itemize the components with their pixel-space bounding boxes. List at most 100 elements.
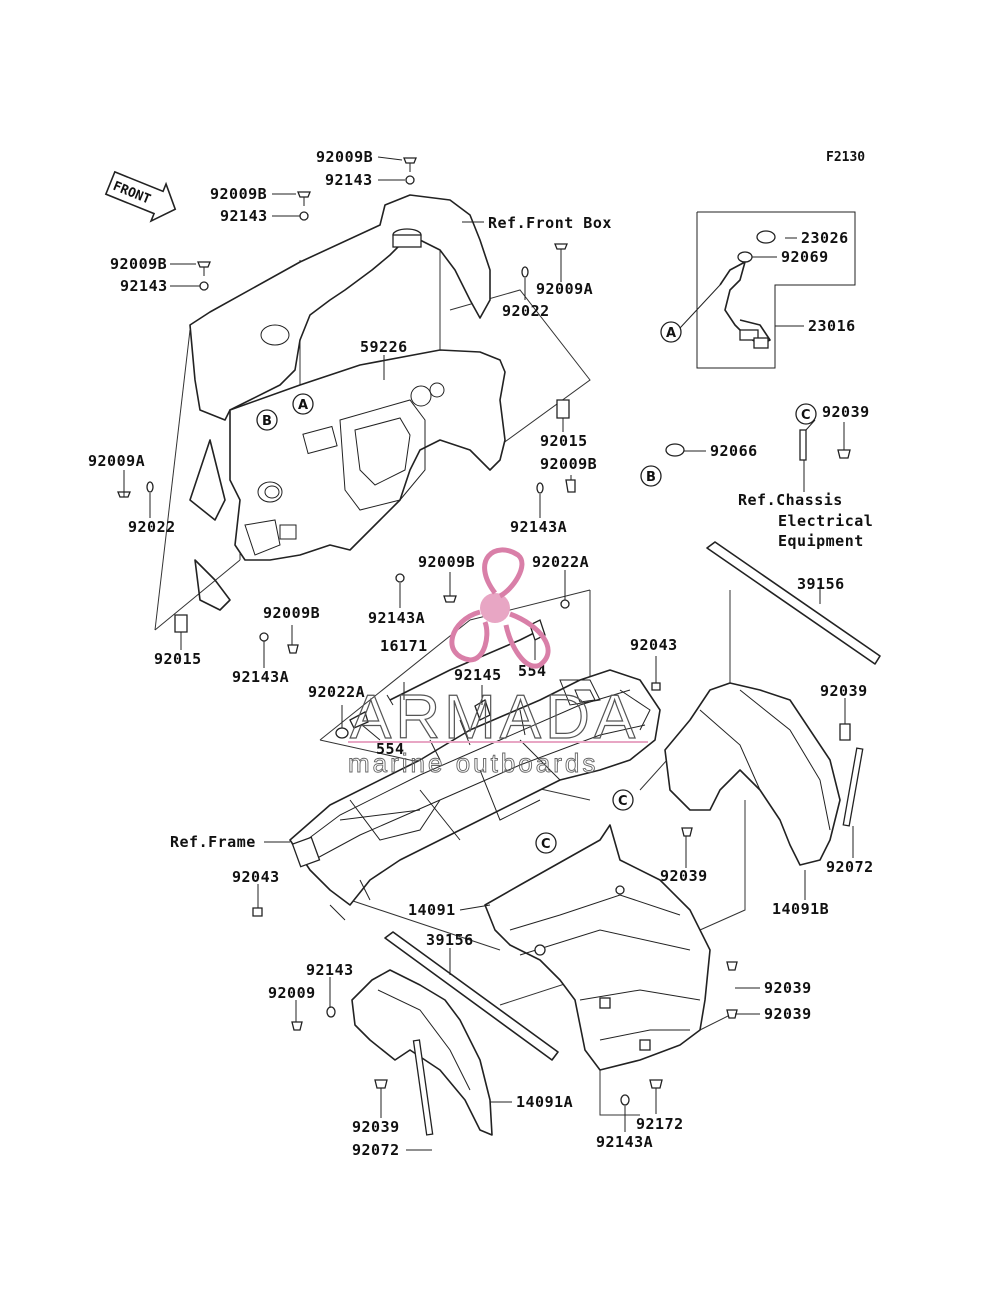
front-arrow-icon: FRONT	[104, 170, 177, 223]
label-ref-frame: Ref.Frame	[170, 833, 256, 851]
label-92145: 92145	[454, 666, 502, 684]
watermark-tagline: marine outboards	[348, 748, 598, 778]
figure-code: F2130	[826, 150, 865, 165]
label-92009B: 92009B	[540, 455, 597, 473]
label-92022: 92022	[502, 302, 550, 320]
clip-92039-lower	[374, 1079, 388, 1089]
label-92039: 92039	[822, 403, 870, 421]
callout-c-chassis: C	[795, 403, 817, 425]
callout-a-upper: A	[292, 393, 314, 415]
label-92043: 92043	[232, 868, 280, 886]
label-92039: 92039	[660, 867, 708, 885]
label-92143A: 92143A	[232, 668, 289, 686]
callout-b-plug: B	[640, 465, 662, 487]
strip-92072-right	[842, 747, 864, 827]
label-equipment: Equipment	[778, 532, 864, 550]
label-92143A: 92143A	[596, 1133, 653, 1151]
callout-c-floor: C	[535, 832, 557, 854]
seal-strip-39156-upper	[706, 541, 881, 665]
label-92009B: 92009B	[316, 148, 373, 166]
label-92143: 92143	[120, 277, 168, 295]
label-92015: 92015	[540, 432, 588, 450]
clip-92039	[837, 449, 851, 459]
label-14091: 14091	[408, 901, 456, 919]
label-92009A: 92009A	[88, 452, 145, 470]
fasteners-upper	[117, 157, 576, 654]
cable-16171	[389, 629, 541, 701]
label-92009B: 92009B	[418, 553, 475, 571]
label-92022A: 92022A	[308, 683, 365, 701]
svg-text:B: B	[262, 414, 272, 429]
callout-c-mid: C	[612, 789, 634, 811]
dash-panel-59226[interactable]	[189, 194, 506, 611]
callout-b-upper: B	[256, 409, 278, 431]
label-92072: 92072	[826, 858, 874, 876]
front-box-ref	[392, 228, 422, 248]
label-14091B: 14091B	[772, 900, 829, 918]
armada-watermark: ARMADA marine outboards	[348, 547, 648, 778]
label-39156: 39156	[426, 931, 474, 949]
label-92009A: 92009A	[536, 280, 593, 298]
label-92072: 92072	[352, 1141, 400, 1159]
label-92009B: 92009B	[263, 604, 320, 622]
watermark-brand: ARMADA	[350, 683, 639, 752]
label-92043: 92043	[630, 636, 678, 654]
part-labels: 92009B 92143 92009B 92143 92009B 92143 R…	[88, 148, 874, 1159]
label-92009B: 92009B	[110, 255, 167, 273]
svg-text:A: A	[666, 326, 676, 341]
clip-92039-center	[681, 827, 693, 837]
label-23026: 23026	[801, 229, 849, 247]
callout-a-inset: A	[660, 321, 682, 343]
clip-554-left	[349, 711, 369, 729]
label-92039: 92039	[764, 1005, 812, 1023]
label-92143A: 92143A	[510, 518, 567, 536]
label-electrical: Electrical	[778, 512, 873, 530]
clip-92039-a	[726, 961, 738, 971]
clip-92039-right	[839, 723, 851, 741]
frame-ref	[289, 669, 661, 921]
inset-box-23016	[696, 211, 856, 369]
plug-92066	[665, 443, 685, 457]
strip-92072-left	[412, 1039, 434, 1136]
label-14091A: 14091A	[516, 1093, 573, 1111]
label-39156: 39156	[797, 575, 845, 593]
clip-92039-b	[726, 1009, 738, 1019]
label-92015: 92015	[154, 650, 202, 668]
label-92039: 92039	[820, 682, 868, 700]
label-92172: 92172	[636, 1115, 684, 1133]
label-92143A: 92143A	[368, 609, 425, 627]
svg-text:B: B	[646, 470, 656, 485]
label-59226: 59226	[360, 338, 408, 356]
svg-text:C: C	[541, 837, 551, 852]
side-guard-14091A[interactable]	[351, 969, 493, 1136]
washer-92143A-lower	[620, 1094, 630, 1106]
cable-end	[386, 694, 394, 706]
bolt-92043-right	[651, 682, 661, 691]
svg-text:C: C	[618, 794, 628, 809]
washer-92022A	[335, 727, 349, 739]
screw-92009	[291, 1021, 303, 1031]
bolt-92172	[649, 1079, 663, 1089]
label-92022: 92022	[128, 518, 176, 536]
label-92039: 92039	[764, 979, 812, 997]
floor-guard-14091[interactable]	[484, 824, 711, 1071]
label-92066: 92066	[710, 442, 758, 460]
washer-92143	[326, 1006, 336, 1018]
bolt-92043-left	[252, 907, 263, 917]
label-ref-front-box: Ref.Front Box	[488, 214, 612, 232]
svg-text:A: A	[298, 398, 308, 413]
label-554: 554	[376, 740, 405, 758]
label-92039: 92039	[352, 1118, 400, 1136]
propeller-logo-icon	[449, 547, 551, 669]
label-23016: 23016	[808, 317, 856, 335]
label-92143: 92143	[325, 171, 373, 189]
label-92143: 92143	[220, 207, 268, 225]
label-16171: 16171	[380, 637, 428, 655]
label-92009B: 92009B	[210, 185, 267, 203]
label-92009: 92009	[268, 984, 316, 1002]
seal-strip-39156-lower	[384, 931, 559, 1061]
label-ref-chassis: Ref.Chassis	[738, 491, 843, 509]
label-92069: 92069	[781, 248, 829, 266]
